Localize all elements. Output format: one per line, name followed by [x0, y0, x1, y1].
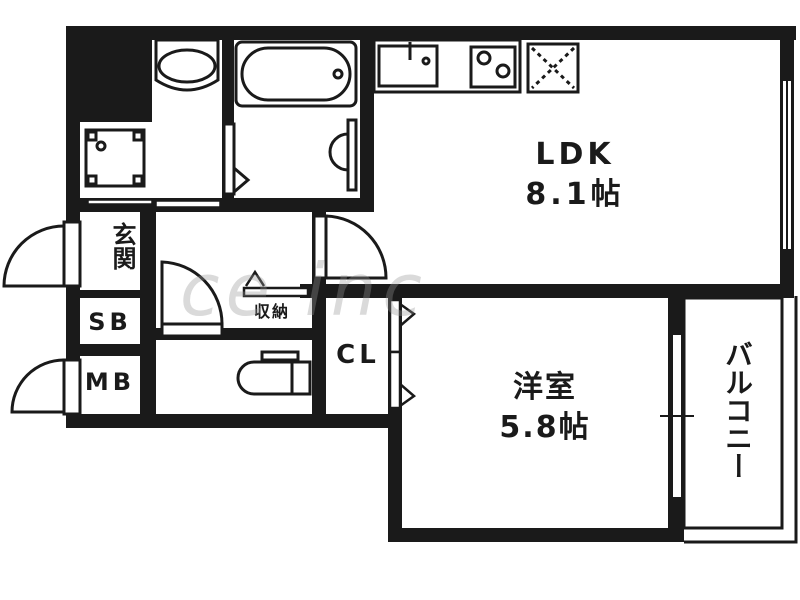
meter-box-label: MB: [84, 368, 136, 396]
bath-door: [222, 118, 358, 196]
kitchen-counter: [372, 38, 580, 94]
walls: [66, 26, 796, 542]
ldk-door: [312, 214, 388, 280]
entrance-door: [2, 220, 82, 288]
balcony-window: [660, 333, 694, 499]
bathtub: [234, 40, 358, 108]
western-room-name: 洋室: [513, 370, 577, 405]
storage-label: 収納: [240, 298, 304, 322]
ldk-label: LDK 8.1帖: [510, 135, 640, 215]
balcony-outline: [682, 296, 798, 544]
ldk-name: LDK: [535, 137, 615, 172]
western-room-size: 5.8帖: [499, 410, 591, 445]
storage-shelf: [242, 269, 310, 298]
entrance-label: 玄関: [82, 222, 138, 270]
entrance-name: 玄関: [108, 222, 136, 270]
closet-doors: [388, 298, 417, 410]
wash-basin: [154, 38, 220, 92]
western-room-label: 洋室 5.8帖: [480, 368, 610, 448]
meter-box-door: [10, 358, 82, 416]
washing-machine-pan: [84, 128, 146, 188]
sliding-rail: [87, 199, 221, 208]
toilet-door: [160, 260, 224, 338]
ldk-window: [781, 79, 793, 251]
ldk-size: 8.1帖: [525, 177, 625, 212]
shoe-box-label: SB: [88, 308, 132, 336]
closet-label: CL: [336, 340, 380, 370]
toilet: [236, 350, 312, 396]
balcony-label: バルコニー: [721, 340, 754, 480]
